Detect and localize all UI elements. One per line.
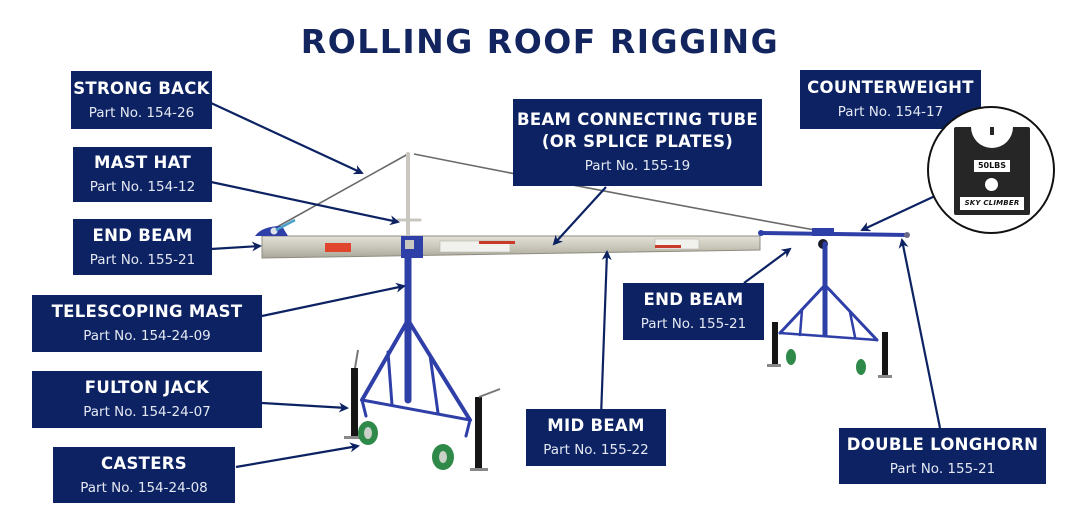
counterweight-detail-inset: 50LBS SKY CLIMBER	[927, 106, 1055, 234]
callout-casters: CASTERS Part No. 154-24-08	[53, 447, 235, 503]
callout-part-number: Part No. 154-24-09	[83, 328, 211, 344]
callout-part-number: Part No. 155-21	[640, 316, 747, 332]
right-mast-stand	[778, 241, 879, 342]
callout-part-number: Part No. 155-21	[889, 460, 996, 477]
callout-title: END BEAM	[643, 290, 744, 309]
callout-title: TELESCOPING MAST	[51, 302, 243, 321]
plate-notch	[971, 127, 1013, 148]
callout-double-longhorn: DOUBLE LONGHORN Part No. 155-21	[839, 428, 1046, 484]
callout-title: COUNTERWEIGHT	[807, 78, 974, 97]
callout-end-beam-left: END BEAM Part No. 155-21	[73, 219, 212, 275]
brand-label: SKY CLIMBER	[960, 197, 1024, 210]
callout-strong-back: STRONG BACK Part No. 154-26	[71, 71, 212, 129]
callout-part-number: Part No. 155-19	[584, 158, 691, 174]
left-jacks	[344, 349, 501, 471]
callout-end-beam-right: END BEAM Part No. 155-21	[623, 283, 764, 340]
callout-part-number: Part No. 154-26	[88, 104, 195, 121]
plate-slot	[990, 127, 994, 135]
callout-part-number: Part No. 154-24-08	[80, 479, 208, 496]
callout-title: DOUBLE LONGHORN	[846, 434, 1039, 454]
callout-part-number: Part No. 155-21	[89, 251, 196, 268]
callout-part-number: Part No. 154-24-07	[83, 404, 211, 420]
callout-title: CASTERS	[101, 453, 187, 473]
callout-part-number: Part No. 154-12	[89, 179, 196, 195]
callout-part-number: Part No. 154-17	[837, 104, 944, 120]
callout-title: FULTON JACK	[84, 378, 210, 397]
callout-subtitle: (OR SPLICE PLATES)	[541, 132, 734, 151]
callout-title: BEAM CONNECTING TUBE	[517, 110, 758, 129]
leader-arrows	[210, 102, 942, 469]
callout-title: STRONG BACK	[73, 78, 210, 98]
callout-title: MAST HAT	[93, 153, 192, 172]
page-title: ROLLING ROOF RIGGING	[300, 22, 780, 61]
callout-mast-hat: MAST HAT Part No. 154-12	[73, 147, 212, 202]
counterweight-plate: 50LBS SKY CLIMBER	[954, 127, 1030, 215]
callout-fulton-jack: FULTON JACK Part No. 154-24-07	[32, 371, 262, 428]
left-mast-stand	[360, 152, 472, 438]
callout-title: END BEAM	[92, 225, 193, 245]
callout-title: MID BEAM	[547, 416, 645, 435]
weight-label: 50LBS	[974, 160, 1010, 172]
callout-beam-connecting-tube: BEAM CONNECTING TUBE (OR SPLICE PLATES) …	[513, 99, 762, 186]
callout-telescoping-mast: TELESCOPING MAST Part No. 154-24-09	[32, 295, 262, 352]
cable-lines	[267, 153, 827, 233]
callout-part-number: Part No. 155-22	[543, 442, 649, 458]
callout-mid-beam: MID BEAM Part No. 155-22	[526, 409, 666, 466]
left-casters	[358, 421, 454, 470]
beam-assembly	[255, 218, 910, 259]
right-jacks	[767, 322, 892, 378]
plate-hole	[985, 178, 998, 191]
